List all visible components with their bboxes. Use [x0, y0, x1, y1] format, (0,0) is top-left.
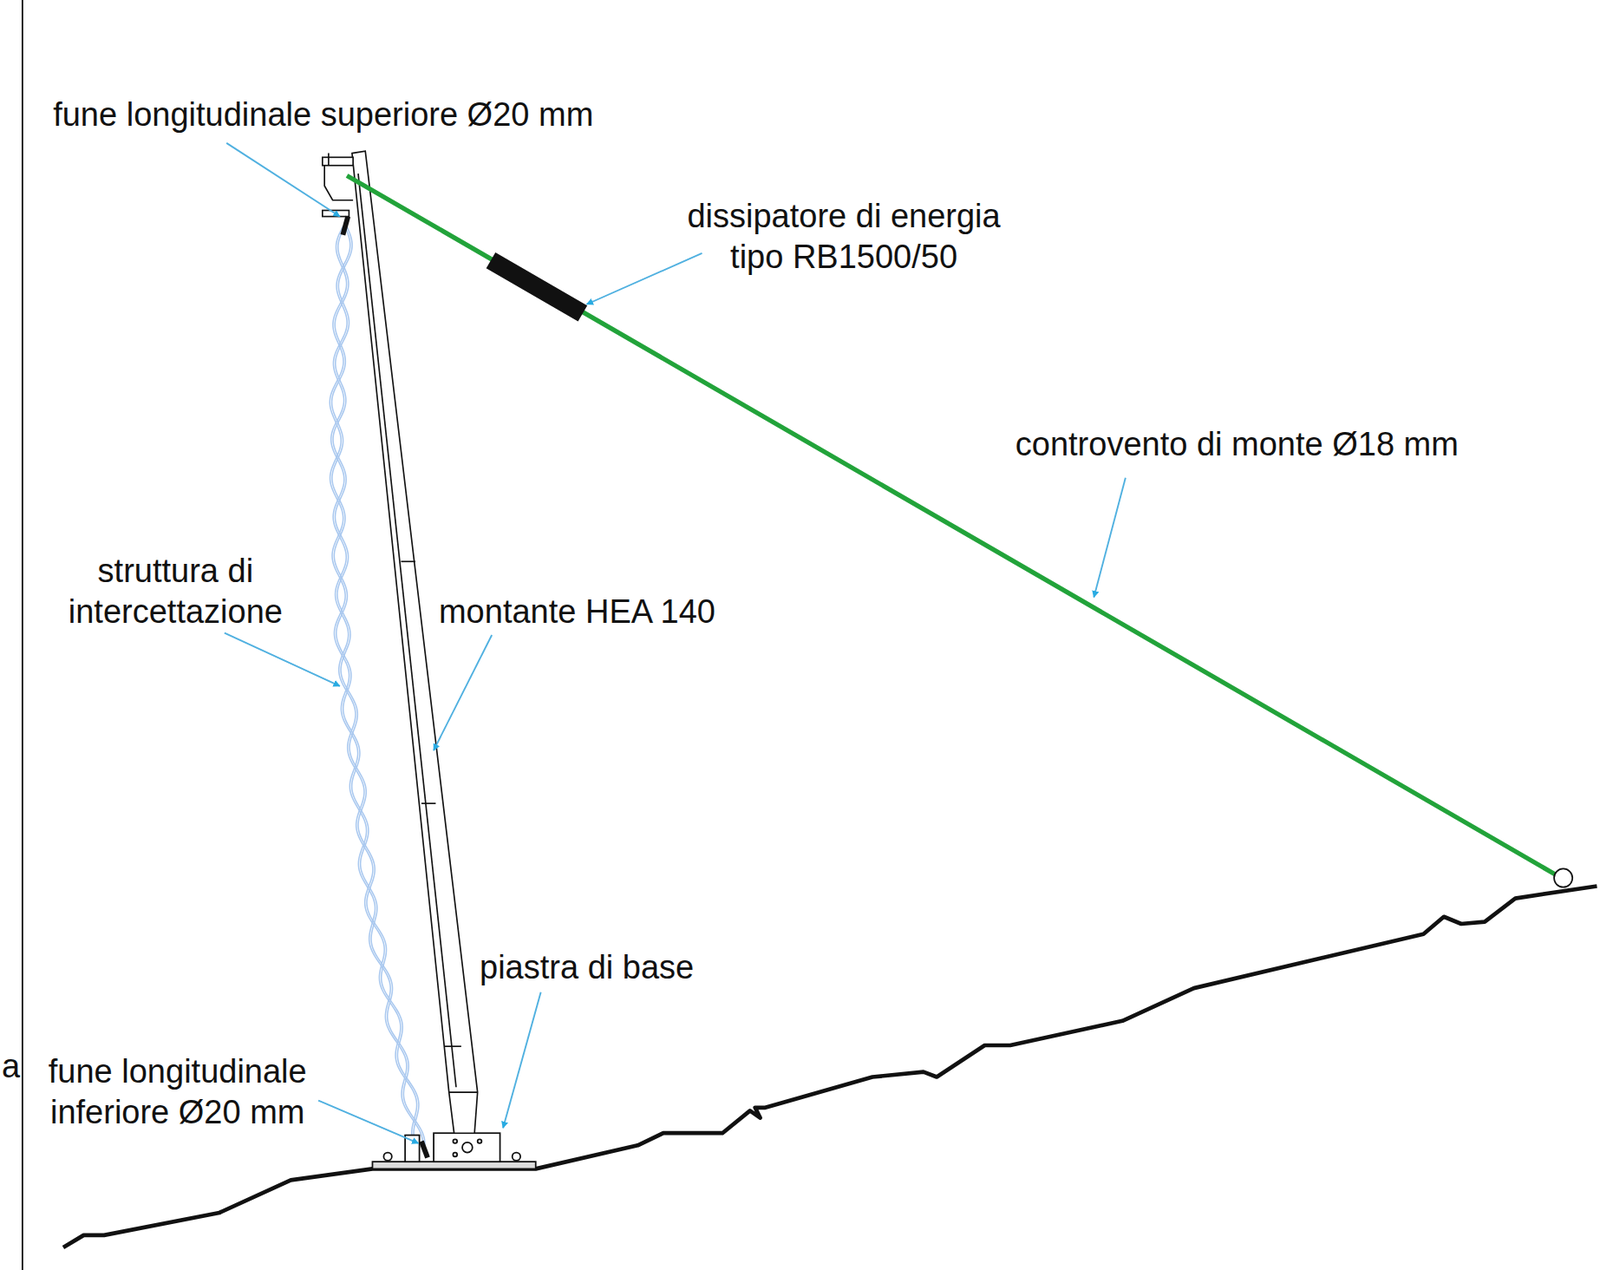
base-plate: [372, 1132, 536, 1169]
anchor: [1554, 868, 1573, 887]
leader-line: [226, 143, 340, 217]
leader-line: [433, 634, 492, 751]
cable-label: fune longitudinale superiore Ø20 mm: [52, 94, 594, 136]
frame-border: [21, 0, 24, 1270]
base-plate-label: piastra di base: [479, 946, 694, 988]
post-label: montante HEA 140: [438, 591, 716, 633]
net-label: struttura di intercettazione: [53, 550, 297, 633]
post-hea140: [352, 150, 478, 1133]
guy-cable-label: controvento di monte Ø18 mm: [1015, 424, 1459, 465]
leader-line: [1093, 477, 1125, 598]
edge-fragment: a: [1, 1045, 20, 1087]
upper-cable: [342, 216, 348, 236]
leader-lines: [224, 143, 1126, 1143]
lower-cable: [421, 1141, 428, 1158]
leader-line: [318, 1100, 418, 1143]
dissipator-label: dissipatore di energia tipo RB1500/50: [674, 195, 1013, 278]
cable-label: fune longitudinale inferiore Ø20 mm: [34, 1051, 321, 1133]
leader-line: [502, 992, 542, 1128]
energy-dissipator: [490, 260, 583, 314]
post-head: [322, 153, 353, 217]
leader-line: [224, 633, 340, 686]
upslope-guy-cable: [346, 176, 1561, 879]
leader-line: [587, 253, 703, 305]
